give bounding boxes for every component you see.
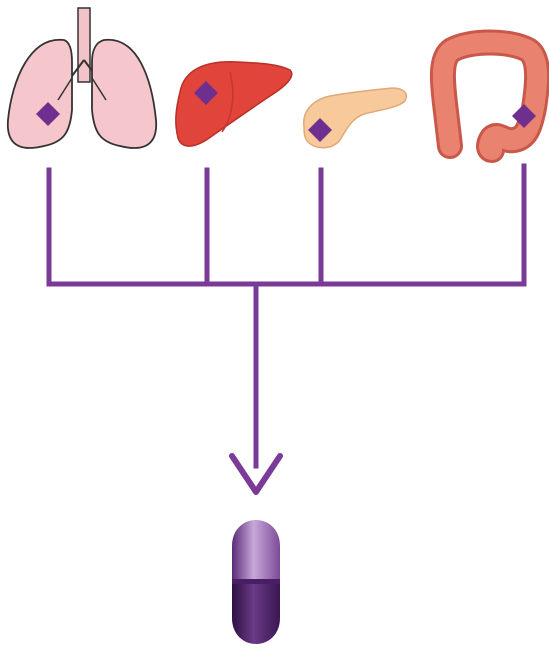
colon-icon xyxy=(443,43,537,151)
capsule-icon xyxy=(232,520,280,644)
liver-icon xyxy=(176,62,292,146)
lungs-icon xyxy=(8,8,156,148)
connector-lines xyxy=(49,166,524,466)
